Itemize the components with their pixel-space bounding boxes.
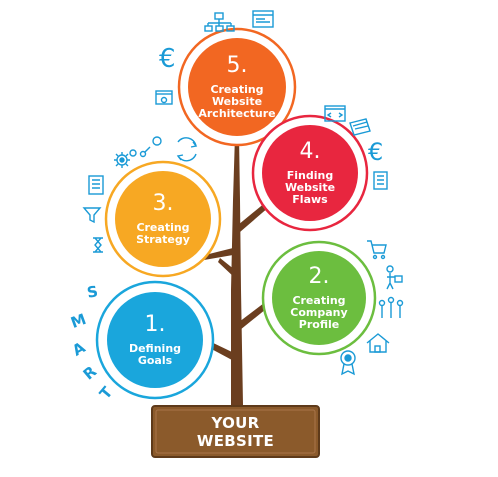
tree-trunk xyxy=(231,135,243,405)
branch-mid xyxy=(218,258,235,278)
step-label-line: Website xyxy=(284,181,336,194)
step-circle-5 xyxy=(177,27,297,147)
recycle-icon xyxy=(176,137,198,162)
website-sign xyxy=(151,405,320,458)
step-label-line: Flaws xyxy=(292,193,328,206)
code-window-icon xyxy=(324,105,346,122)
step-number: 3. xyxy=(152,191,174,216)
step-label-line: Goals xyxy=(137,354,173,367)
email-icon xyxy=(139,136,162,158)
calendar-icon xyxy=(349,118,371,136)
document-icon xyxy=(88,175,104,195)
person-cart-icon xyxy=(386,265,403,290)
step-label-line: Creating xyxy=(292,294,346,307)
step-2: 2. Creating Company Profile xyxy=(272,251,366,345)
team-icon xyxy=(378,296,404,318)
step-label-line: Architecture xyxy=(198,107,276,120)
branch-left-top xyxy=(204,248,233,260)
settings-window-icon xyxy=(155,90,173,105)
euro-icon: € xyxy=(159,44,176,74)
document-icon xyxy=(373,171,388,190)
step-circle-4 xyxy=(251,114,369,232)
browser-window-icon xyxy=(252,10,274,28)
sign-label: YOUR WEBSITE xyxy=(152,407,319,457)
shopping-cart-icon xyxy=(367,240,387,260)
sign-line-1: YOUR xyxy=(211,414,260,432)
step-number: 4. xyxy=(299,139,321,164)
step-number: 2. xyxy=(308,264,330,289)
step-number: 5. xyxy=(226,53,248,78)
award-badge-icon xyxy=(340,350,356,376)
sign-line-2: WEBSITE xyxy=(196,432,275,450)
step-5: 5. Creating Website Architecture xyxy=(188,38,286,136)
step-number: 1. xyxy=(144,312,166,337)
step-label-line: Profile xyxy=(298,318,340,331)
step-label-line: Website xyxy=(211,95,263,108)
step-label-line: Strategy xyxy=(136,233,190,246)
step-circle-3 xyxy=(104,160,222,278)
step-label-line: Finding xyxy=(286,169,334,182)
step-label-line: Defining xyxy=(128,342,182,355)
step-4: 4. Finding Website Flaws xyxy=(262,125,358,221)
sitemap-icon xyxy=(204,12,235,32)
gear-icon xyxy=(114,149,137,168)
branch-right-top xyxy=(238,202,269,232)
step-1: 1. Defining Goals xyxy=(107,292,203,388)
step-3: 3. Creating Strategy xyxy=(115,171,211,267)
hourglass-icon xyxy=(93,237,103,253)
funnel-icon xyxy=(82,207,102,224)
step-circle-1 xyxy=(95,280,215,400)
step-label-line: Company xyxy=(290,306,348,319)
step-label-line: Creating xyxy=(210,83,264,96)
house-icon xyxy=(366,333,390,353)
step-label-line: Creating xyxy=(136,221,190,234)
step-circle-2 xyxy=(261,240,377,356)
euro-icon: € xyxy=(368,138,384,166)
